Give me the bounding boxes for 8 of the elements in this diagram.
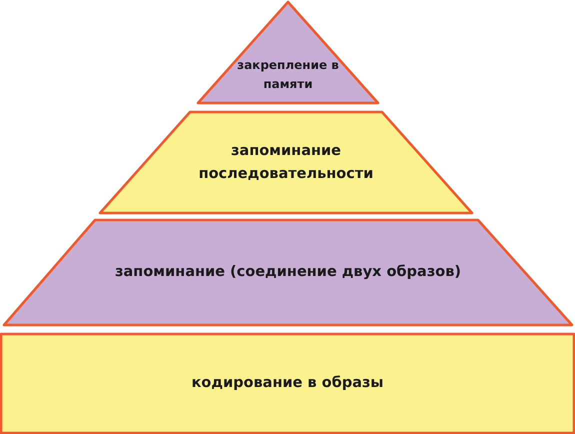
- pyramid-tier: [198, 2, 378, 103]
- pyramid-tier: [4, 220, 572, 325]
- tier-label: запоминание (соединение двух образов): [114, 263, 462, 282]
- tier-label: закрепление в памяти: [236, 56, 340, 92]
- pyramid-tier: [1, 334, 574, 433]
- pyramid-tier: [100, 112, 472, 213]
- tier-label: кодирование в образы: [191, 374, 384, 394]
- tier-label: запоминание последовательности: [198, 142, 374, 184]
